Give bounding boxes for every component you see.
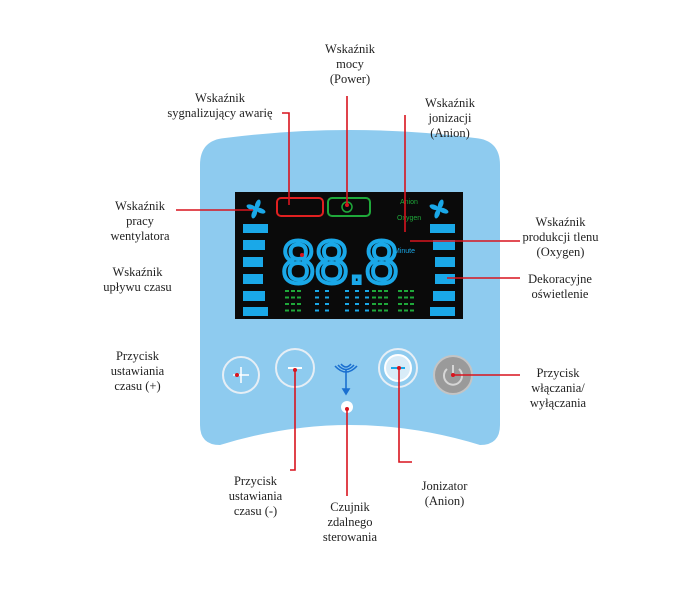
lcd-segment xyxy=(365,290,369,292)
lcd-segment xyxy=(404,303,408,305)
lcd-segment xyxy=(384,303,388,305)
lcd-segment-grid xyxy=(285,290,414,312)
lcd-segment xyxy=(315,309,319,312)
lcd-segment xyxy=(384,290,388,292)
lcd-segment xyxy=(345,303,349,305)
lcd-segment xyxy=(345,309,349,312)
lcd-segment xyxy=(325,303,329,305)
lcd-segment xyxy=(384,296,388,299)
lcd-segment xyxy=(315,290,319,292)
lcd-segment xyxy=(315,303,319,305)
lcd-segment xyxy=(378,309,382,312)
label-ionizer-button: Jonizator(Anion) xyxy=(421,479,468,508)
lcd-segment xyxy=(384,309,388,312)
lcd-segment xyxy=(378,303,382,305)
lcd-segment xyxy=(372,290,376,292)
lcd-digits: 88.8 xyxy=(282,229,399,296)
lcd-segment xyxy=(297,290,301,292)
lcd-segment xyxy=(291,290,295,292)
lcd-segment xyxy=(345,290,349,292)
lcd-segment xyxy=(345,296,349,299)
lcd-segment xyxy=(297,309,301,312)
fan-icon xyxy=(246,199,266,219)
lcd-segment xyxy=(410,303,414,305)
lcd-segment xyxy=(410,296,414,299)
time-bars-left xyxy=(243,224,268,316)
lcd-segment xyxy=(378,296,382,299)
lcd-segment xyxy=(372,296,376,299)
lcd-segment xyxy=(297,303,301,305)
power-indicator xyxy=(327,197,371,217)
lcd-oxygen: Oxygen xyxy=(397,215,421,222)
lcd-segment xyxy=(325,290,329,292)
lcd-segment xyxy=(404,290,408,292)
lcd-segment xyxy=(404,296,408,299)
lcd-segment xyxy=(398,303,402,305)
lcd-segment xyxy=(365,296,369,299)
fault-indicator xyxy=(276,197,324,217)
lcd-segment xyxy=(398,296,402,299)
lcd-segment xyxy=(285,303,289,305)
callout-dots xyxy=(235,203,455,411)
lcd-segment xyxy=(291,309,295,312)
lcd-segment xyxy=(325,309,329,312)
lcd-segment xyxy=(285,296,289,299)
lcd-segment xyxy=(355,309,359,312)
lcd-segment xyxy=(410,309,414,312)
lcd-segment xyxy=(378,290,382,292)
lcd-segment xyxy=(365,303,369,305)
lcd-segment xyxy=(372,309,376,312)
lcd-segment xyxy=(355,290,359,292)
remote-signal-icon xyxy=(334,363,358,396)
decorative-bars-right xyxy=(430,224,455,316)
lcd-segment xyxy=(285,309,289,312)
callout-lines xyxy=(176,96,520,496)
lcd-segment xyxy=(285,290,289,292)
lcd-segment xyxy=(410,290,414,292)
lcd-segment xyxy=(325,296,329,299)
lcd-segment xyxy=(297,296,301,299)
lcd-anion: Anion xyxy=(400,199,418,206)
lcd-segment xyxy=(398,290,402,292)
lcd-segment xyxy=(291,296,295,299)
lcd-segment xyxy=(291,303,295,305)
lcd-segment xyxy=(398,309,402,312)
time-plus-button[interactable] xyxy=(222,356,260,394)
lcd-segment xyxy=(404,309,408,312)
lcd-segment xyxy=(315,296,319,299)
lcd-segment xyxy=(372,303,376,305)
lcd-segment xyxy=(355,303,359,305)
lcd-segment xyxy=(365,309,369,312)
lcd-unit: Minute xyxy=(394,248,415,255)
lcd-segment xyxy=(355,296,359,299)
fan-icon xyxy=(429,199,449,219)
